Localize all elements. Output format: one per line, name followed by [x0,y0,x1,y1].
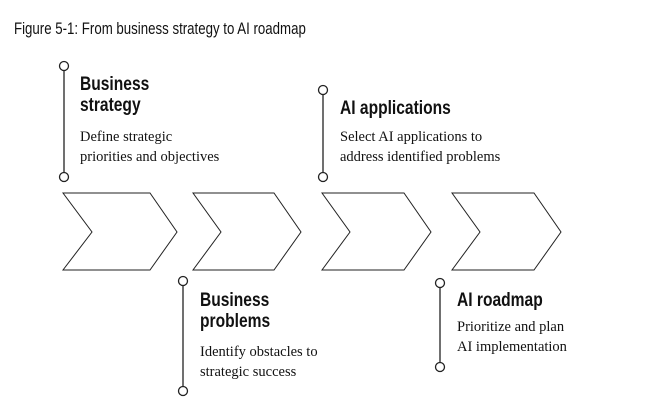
stage-title-ai-applications: AI applications [340,98,451,119]
connector-business-strategy [58,60,70,183]
chevron-2 [192,192,302,271]
figure-title: Figure 5-1: From business strategy to AI… [14,19,306,38]
stage-title-ai-roadmap: AI roadmap [457,290,543,311]
connector-ai-roadmap [434,277,446,373]
connector-business-problems [177,275,189,397]
chevron-1 [61,192,178,271]
chevron-4 [451,192,562,271]
connector-ai-applications [317,84,329,183]
chevron-3 [321,192,432,271]
